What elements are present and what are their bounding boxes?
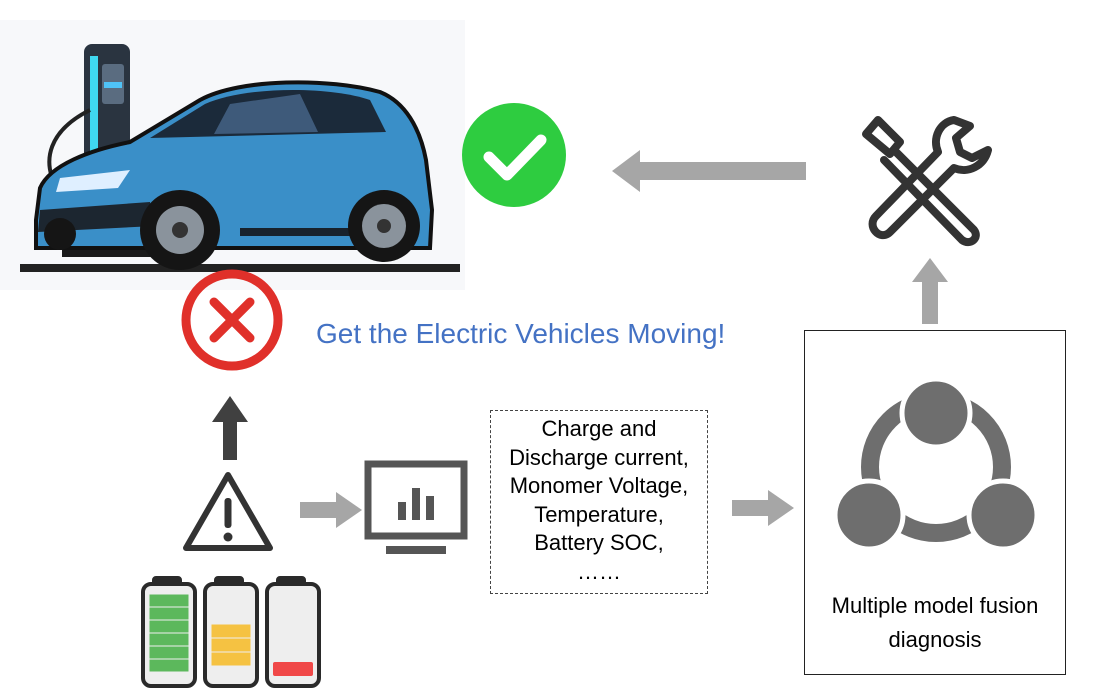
tools-icon (862, 116, 992, 247)
electric-car-icon (0, 20, 465, 290)
battery-levels-icon (141, 576, 321, 688)
fusion-diagnosis-box: Multiple model fusion diagnosis (804, 330, 1066, 675)
arrow-right-2 (732, 490, 794, 526)
x-circle-icon (181, 269, 283, 371)
parameter-item: Discharge current, (509, 444, 689, 470)
arrow-left (612, 150, 806, 192)
arrow-up-dark (212, 396, 248, 460)
check-circle-icon (462, 103, 566, 207)
parameter-item: Charge and (541, 416, 657, 441)
parameter-item: Temperature, (534, 501, 664, 527)
arrow-up (912, 258, 948, 324)
parameter-item: Battery SOC, (534, 530, 664, 555)
monitor-chart-icon (364, 460, 468, 554)
fusion-label-line: diagnosis (888, 627, 982, 652)
arrow-right-1 (300, 492, 362, 528)
fusion-label-line: Multiple model fusion (831, 593, 1039, 618)
network-nodes-icon (832, 376, 1040, 552)
warning-icon (183, 472, 273, 551)
diagram-title: Get the Electric Vehicles Moving! (316, 318, 726, 349)
fusion-label: Multiple model fusion diagnosis (805, 589, 1065, 657)
parameter-item: …… (577, 558, 621, 584)
parameter-item: Monomer Voltage, (509, 473, 689, 498)
parameters-box: Charge and Discharge current, Monomer Vo… (490, 410, 708, 594)
